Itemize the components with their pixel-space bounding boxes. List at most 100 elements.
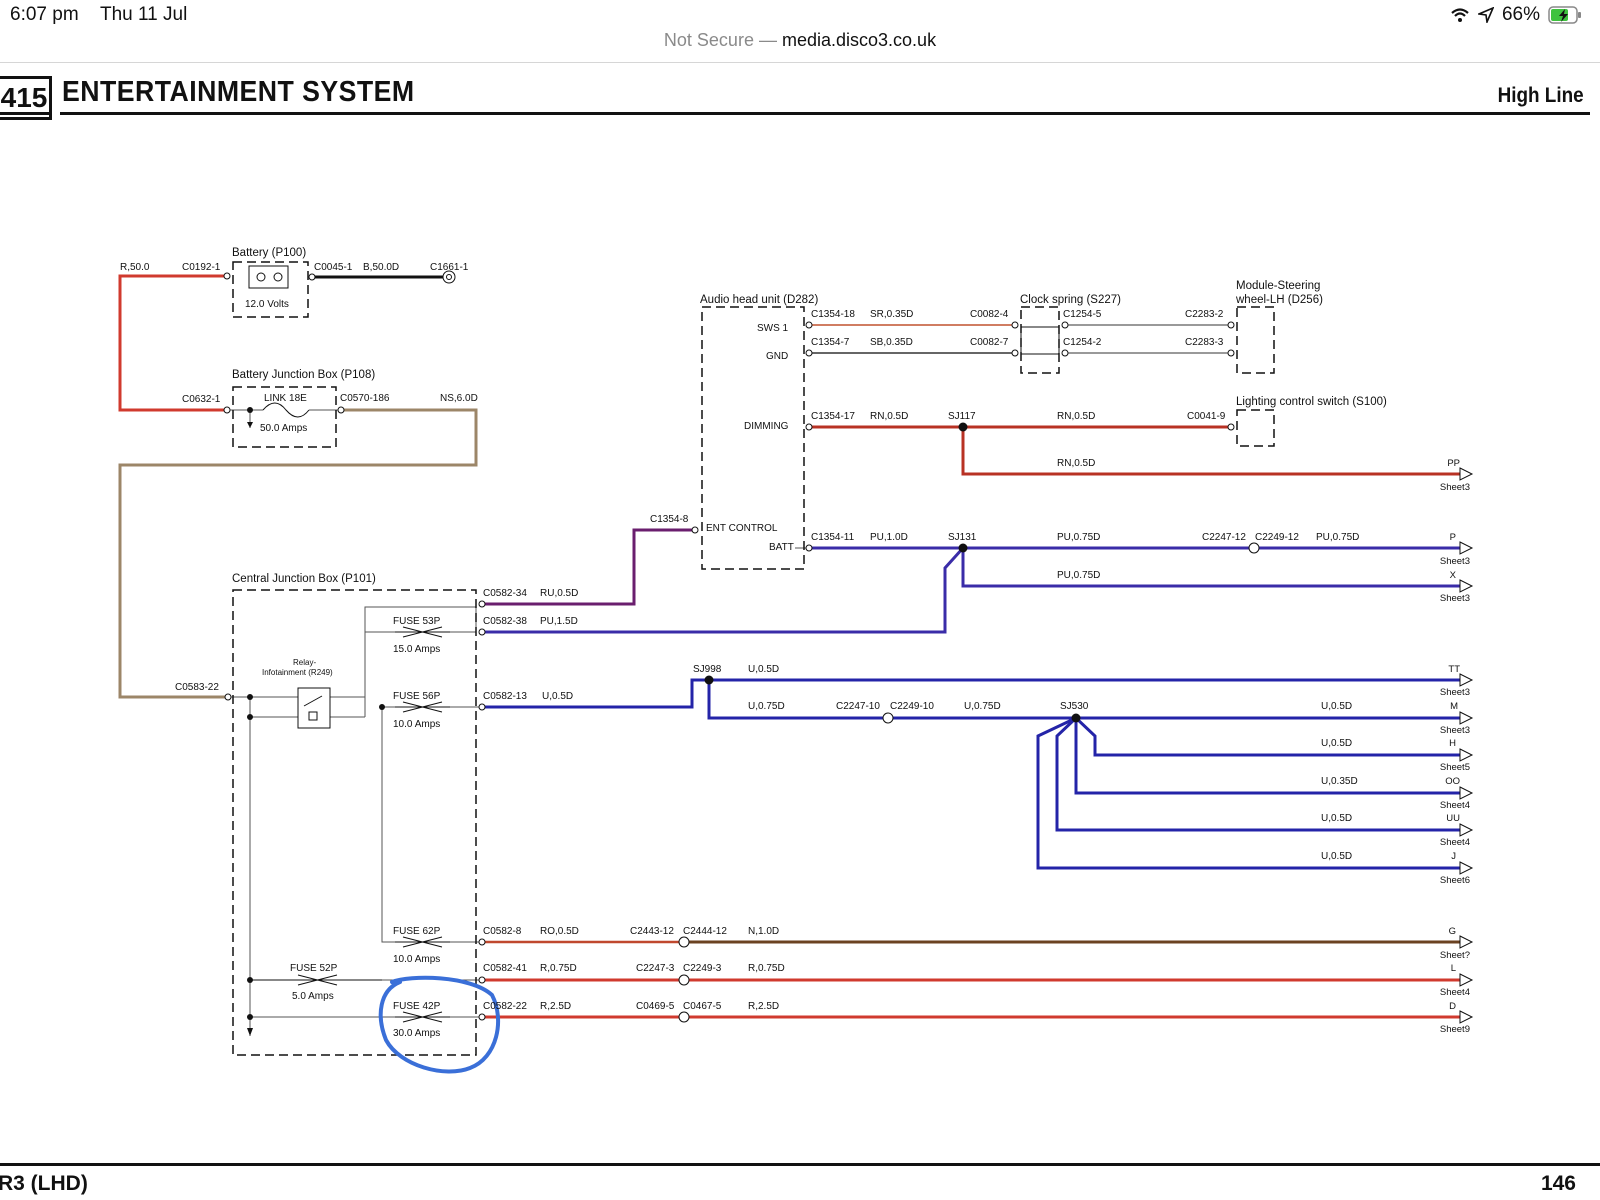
lighting-switch-box (1236, 409, 1275, 447)
label-fuse-56p-rating: 10.0 Amps (393, 719, 440, 730)
label-c0582-13: C0582-13 (483, 691, 527, 702)
address-bar[interactable]: Not Secure — media.disco3.co.uk (0, 30, 1600, 63)
output-sheet-j: Sheet6 (1440, 875, 1470, 886)
label-c2249-3: C2249-3 (683, 963, 722, 974)
label-u05-j: U,0.5D (1321, 851, 1352, 862)
output-sheet-p: Sheet3 (1440, 556, 1470, 567)
wire-ru-ent-control (482, 528, 695, 606)
clock-spring-box (1020, 306, 1060, 374)
audio-head-unit-box (701, 306, 805, 570)
label-module-2: wheel-LH (D256) (1235, 294, 1323, 306)
pin-ent-control: ENT CONTROL (706, 523, 778, 534)
label-c0082-7: C0082-7 (970, 337, 1009, 348)
label-c1354-11: C1354-11 (811, 532, 855, 543)
label-fuse-42p-rating: 30.0 Amps (393, 1028, 440, 1039)
label-u05-m: U,0.5D (1321, 701, 1352, 712)
output-sheet-pp: Sheet3 (1440, 482, 1470, 493)
label-n10: N,1.0D (748, 926, 779, 937)
label-sj998: SJ998 (693, 664, 722, 675)
label-c2247-12: C2247-12 (1202, 532, 1246, 543)
label-pu15: PU,1.5D (540, 616, 578, 627)
label-c0582-38: C0582-38 (483, 616, 527, 627)
splice-sj530 (1071, 713, 1081, 723)
footer-rule (0, 1163, 1600, 1166)
label-sr035: SR,0.35D (870, 309, 913, 320)
output-sheet-d: Sheet9 (1440, 1024, 1470, 1035)
label-c2249-10: C2249-10 (890, 701, 934, 712)
label-pu075-a: PU,0.75D (1057, 532, 1100, 543)
label-c2249-12: C2249-12 (1255, 532, 1299, 543)
header-rule (60, 112, 1590, 115)
output-code-oo: OO (1445, 776, 1460, 787)
footer-model: R3 (LHD) (0, 1172, 88, 1195)
variant-label: High Line (1497, 84, 1584, 107)
wire-red-battery-feed (118, 274, 227, 412)
output-code-h: H (1449, 738, 1456, 749)
label-c1354-18: C1354-18 (811, 309, 855, 320)
label-u05-a: U,0.5D (748, 664, 779, 675)
label-battery-voltage: 12.0 Volts (245, 299, 289, 310)
wire-u-fuse56p (482, 678, 1460, 709)
label-rn05-b: RN,0.5D (1057, 411, 1095, 422)
label-c1354-8: C1354-8 (650, 514, 689, 525)
output-code-p: P (1450, 532, 1456, 543)
label-sj117: SJ117 (948, 411, 976, 422)
label-r50: R,50.0 (120, 262, 150, 273)
output-code-pp: PP (1447, 458, 1460, 469)
wire-u-m (707, 680, 1460, 720)
wire-u-oo (1074, 718, 1460, 795)
wire-ns-feed (118, 408, 478, 699)
status-date: Thu 11 Jul (100, 4, 188, 25)
label-b50: B,50.0D (363, 262, 399, 273)
label-c0082-4: C0082-4 (970, 309, 1009, 320)
battery-charging-icon (1548, 6, 1581, 24)
label-r25-b: R,2.5D (748, 1001, 779, 1012)
url-domain: media.disco3.co.uk (781, 30, 937, 50)
label-c0582-8: C0582-8 (483, 926, 522, 937)
status-time: 6:07 pm (10, 4, 79, 25)
output-sheet-tt: Sheet3 (1440, 687, 1470, 698)
label-fuse-52p: FUSE 52P (290, 963, 338, 974)
output-sheet-x: Sheet3 (1440, 593, 1470, 604)
label-c2247-10: C2247-10 (836, 701, 880, 712)
wire-u-j (1036, 716, 1460, 870)
label-u05-uu: U,0.5D (1321, 813, 1352, 824)
output-sheet-uu: Sheet4 (1440, 837, 1470, 848)
label-module-1: Module-Steering (1236, 280, 1320, 292)
label-link-18e: LINK 18E (264, 393, 307, 404)
label-c1254-5: C1254-5 (1063, 309, 1102, 320)
wire-rn-pp (961, 427, 1460, 476)
label-pu075-c: PU,0.75D (1057, 570, 1100, 581)
label-c1661: C1661-1 (430, 262, 469, 273)
label-c2444-12: C2444-12 (683, 926, 727, 937)
label-ns6: NS,6.0D (440, 393, 478, 404)
label-c0582-41: C0582-41 (483, 963, 527, 974)
section-number: 415 (0, 76, 52, 120)
status-indicators: 66% (1450, 4, 1582, 26)
bjb-box (232, 386, 337, 448)
header-rule-left (0, 112, 50, 115)
output-code-x: X (1450, 570, 1457, 581)
url-separator: — (758, 30, 777, 50)
label-c0192: C0192-1 (182, 262, 221, 273)
page-title: ENTERTAINMENT SYSTEM (62, 76, 415, 108)
label-c2443-12: C2443-12 (630, 926, 674, 937)
security-label: Not Secure (663, 30, 754, 50)
splice-sj117 (958, 422, 968, 432)
label-c0041-9: C0041-9 (1187, 411, 1226, 422)
label-relay-1: Relay- (293, 658, 316, 667)
output-code-m: M (1450, 701, 1458, 712)
label-c0469-5: C0469-5 (636, 1001, 675, 1012)
label-c1354-7: C1354-7 (811, 337, 850, 348)
label-c0632: C0632-1 (182, 394, 221, 405)
label-pu075-b: PU,0.75D (1316, 532, 1359, 543)
splice-sj998 (704, 675, 714, 685)
output-code-j: J (1451, 851, 1456, 862)
output-code-uu: UU (1446, 813, 1460, 824)
pin-batt: BATT (769, 542, 794, 553)
label-c2283-2: C2283-2 (1185, 309, 1224, 320)
label-r075-a: R,0.75D (540, 963, 577, 974)
label-pu10: PU,1.0D (870, 532, 908, 543)
label-u075-a: U,0.75D (748, 701, 785, 712)
pin-sws1: SWS 1 (757, 323, 789, 334)
